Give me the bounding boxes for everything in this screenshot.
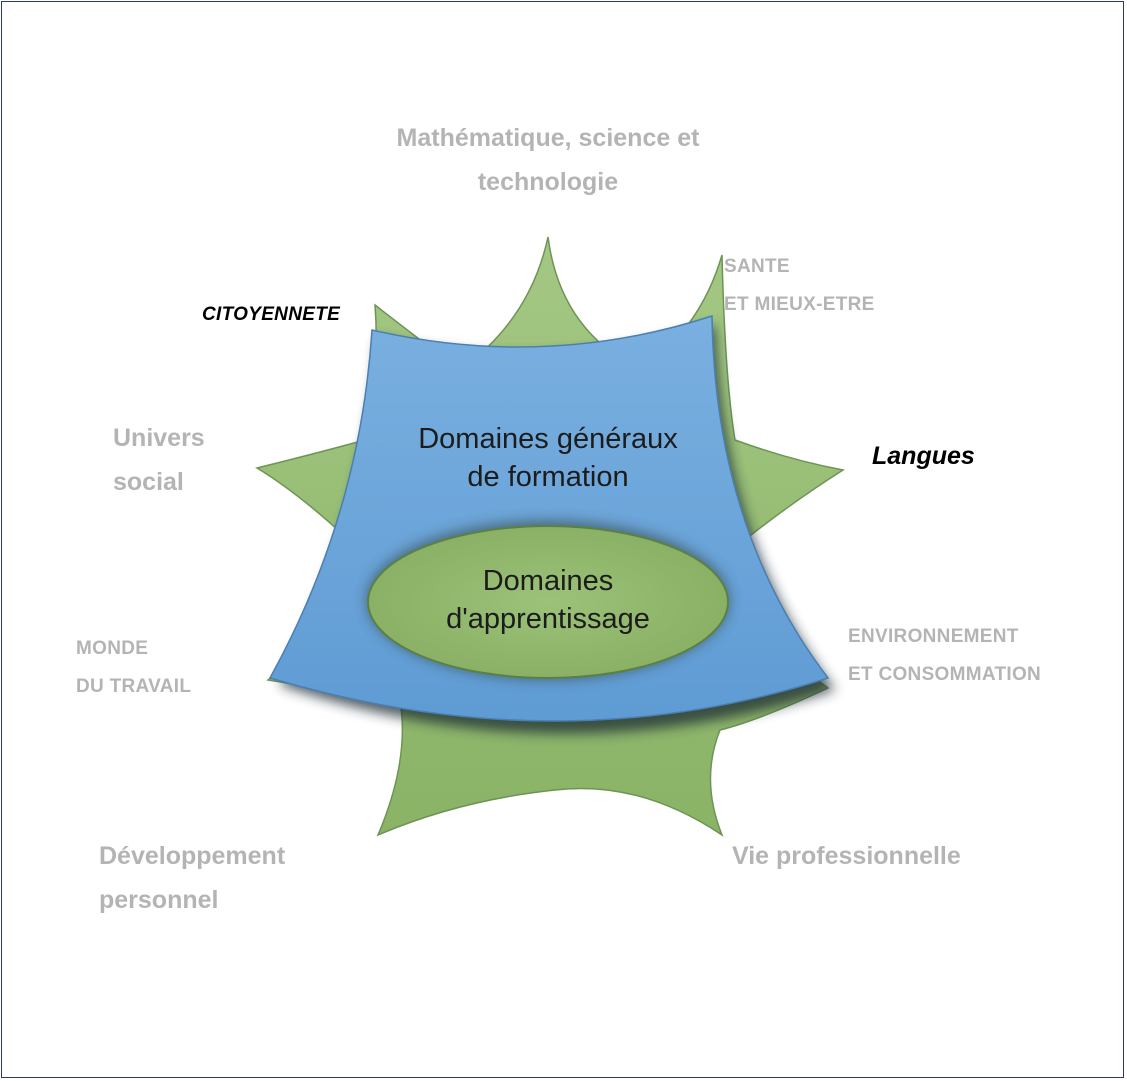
label-univers-line1: Univers xyxy=(113,424,205,452)
label-langues-text: Langues xyxy=(872,442,975,470)
label-monde-line1: MONDE xyxy=(76,638,149,659)
learning-domains-line1: Domaines xyxy=(482,565,614,597)
label-environnement-line2: ET CONSOMMATION xyxy=(848,664,1042,685)
label-vie-professionnelle: Vie professionnelle xyxy=(732,834,961,878)
general-domains-line1: Domaines généraux xyxy=(418,423,678,455)
label-sante: SANTE ET MIEUX-ETRE xyxy=(724,248,875,324)
label-developpement-line1: Développement xyxy=(99,842,286,870)
learning-domains-title: Domaines d'apprentissage xyxy=(398,562,698,638)
label-developpement: Développement personnel xyxy=(99,834,285,922)
learning-domains-line2: d'apprentissage xyxy=(446,603,650,635)
general-domains-line2: de formation xyxy=(467,461,629,493)
general-domains-title: Domaines généraux de formation xyxy=(398,420,698,496)
label-monde-line2: DU TRAVAIL xyxy=(76,676,192,697)
label-citoyennete-text: CITOYENNETE xyxy=(202,304,341,325)
label-citoyennete: CITOYENNETE xyxy=(202,296,340,334)
label-vie-text: Vie professionnelle xyxy=(732,842,961,870)
label-univers-social: Univers social xyxy=(113,416,205,504)
label-monde-travail: MONDE DU TRAVAIL xyxy=(76,630,191,706)
label-sante-line1: SANTE xyxy=(724,256,790,277)
label-environnement-line1: ENVIRONNEMENT xyxy=(848,626,1019,647)
label-sante-line2: ET MIEUX-ETRE xyxy=(724,294,875,315)
inner-oval xyxy=(367,525,729,679)
label-environnement: ENVIRONNEMENT ET CONSOMMATION xyxy=(848,618,1041,694)
label-mathematique-line1: Mathématique, science et xyxy=(396,124,700,152)
label-mathematique: Mathématique, science et technologie xyxy=(368,116,728,204)
label-mathematique-line2: technologie xyxy=(477,168,619,196)
label-langues: Langues xyxy=(872,434,975,478)
label-univers-line2: social xyxy=(113,468,184,496)
label-developpement-line2: personnel xyxy=(99,886,219,914)
